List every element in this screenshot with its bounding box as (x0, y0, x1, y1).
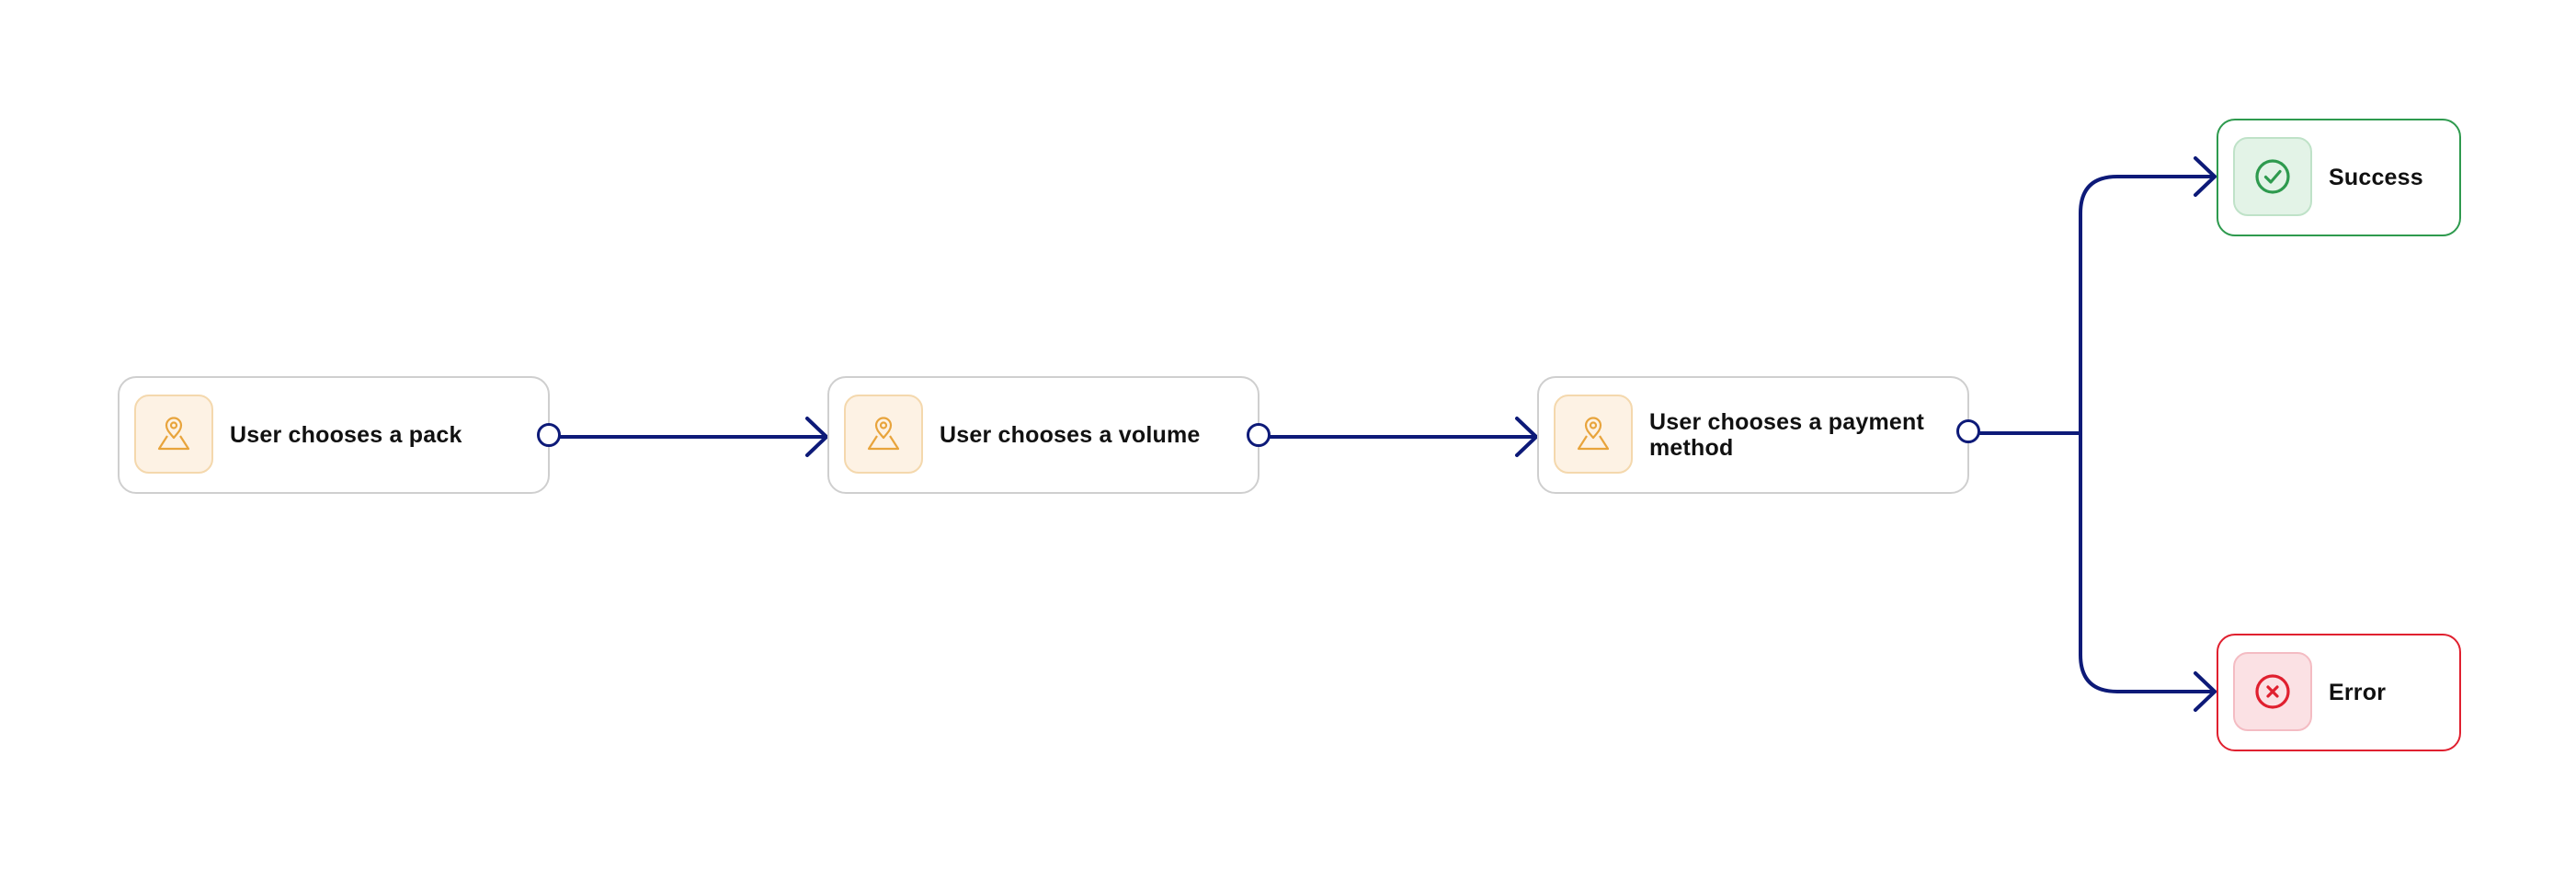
output-port[interactable] (1247, 423, 1271, 447)
check-circle-icon (2255, 159, 2290, 194)
connector-branch-to-error (2079, 431, 2217, 693)
node-icon-container (844, 395, 923, 474)
node-label: Success (2329, 165, 2423, 190)
node-icon-container (2233, 137, 2312, 216)
output-port[interactable] (1956, 419, 1980, 443)
node-icon-container (2233, 652, 2312, 731)
map-pin-icon (157, 417, 190, 451)
flow-node-error[interactable]: Error (2217, 634, 2461, 751)
connector-branch-to-success (2079, 175, 2217, 435)
arrowhead-payment (1515, 417, 1538, 457)
node-icon-container (1554, 395, 1633, 474)
node-label: Error (2329, 680, 2387, 705)
flow-node-choose-pack[interactable]: User chooses a pack (118, 376, 561, 494)
arrowhead-error (2194, 671, 2217, 712)
x-circle-icon (2255, 674, 2290, 709)
node-label: User chooses a pack (230, 422, 462, 448)
node-label: User chooses a payment method (1649, 409, 1924, 461)
arrowhead-success (2194, 156, 2217, 197)
arrowhead-volume (805, 417, 828, 457)
output-port[interactable] (537, 423, 561, 447)
node-icon-container (134, 395, 213, 474)
map-pin-icon (1577, 417, 1610, 451)
flow-node-choose-volume[interactable]: User chooses a volume (827, 376, 1271, 494)
map-pin-icon (867, 417, 900, 451)
node-label: User chooses a volume (940, 422, 1201, 448)
flow-node-choose-payment-method[interactable]: User chooses a payment method (1537, 376, 1980, 494)
flow-node-success[interactable]: Success (2217, 119, 2461, 236)
